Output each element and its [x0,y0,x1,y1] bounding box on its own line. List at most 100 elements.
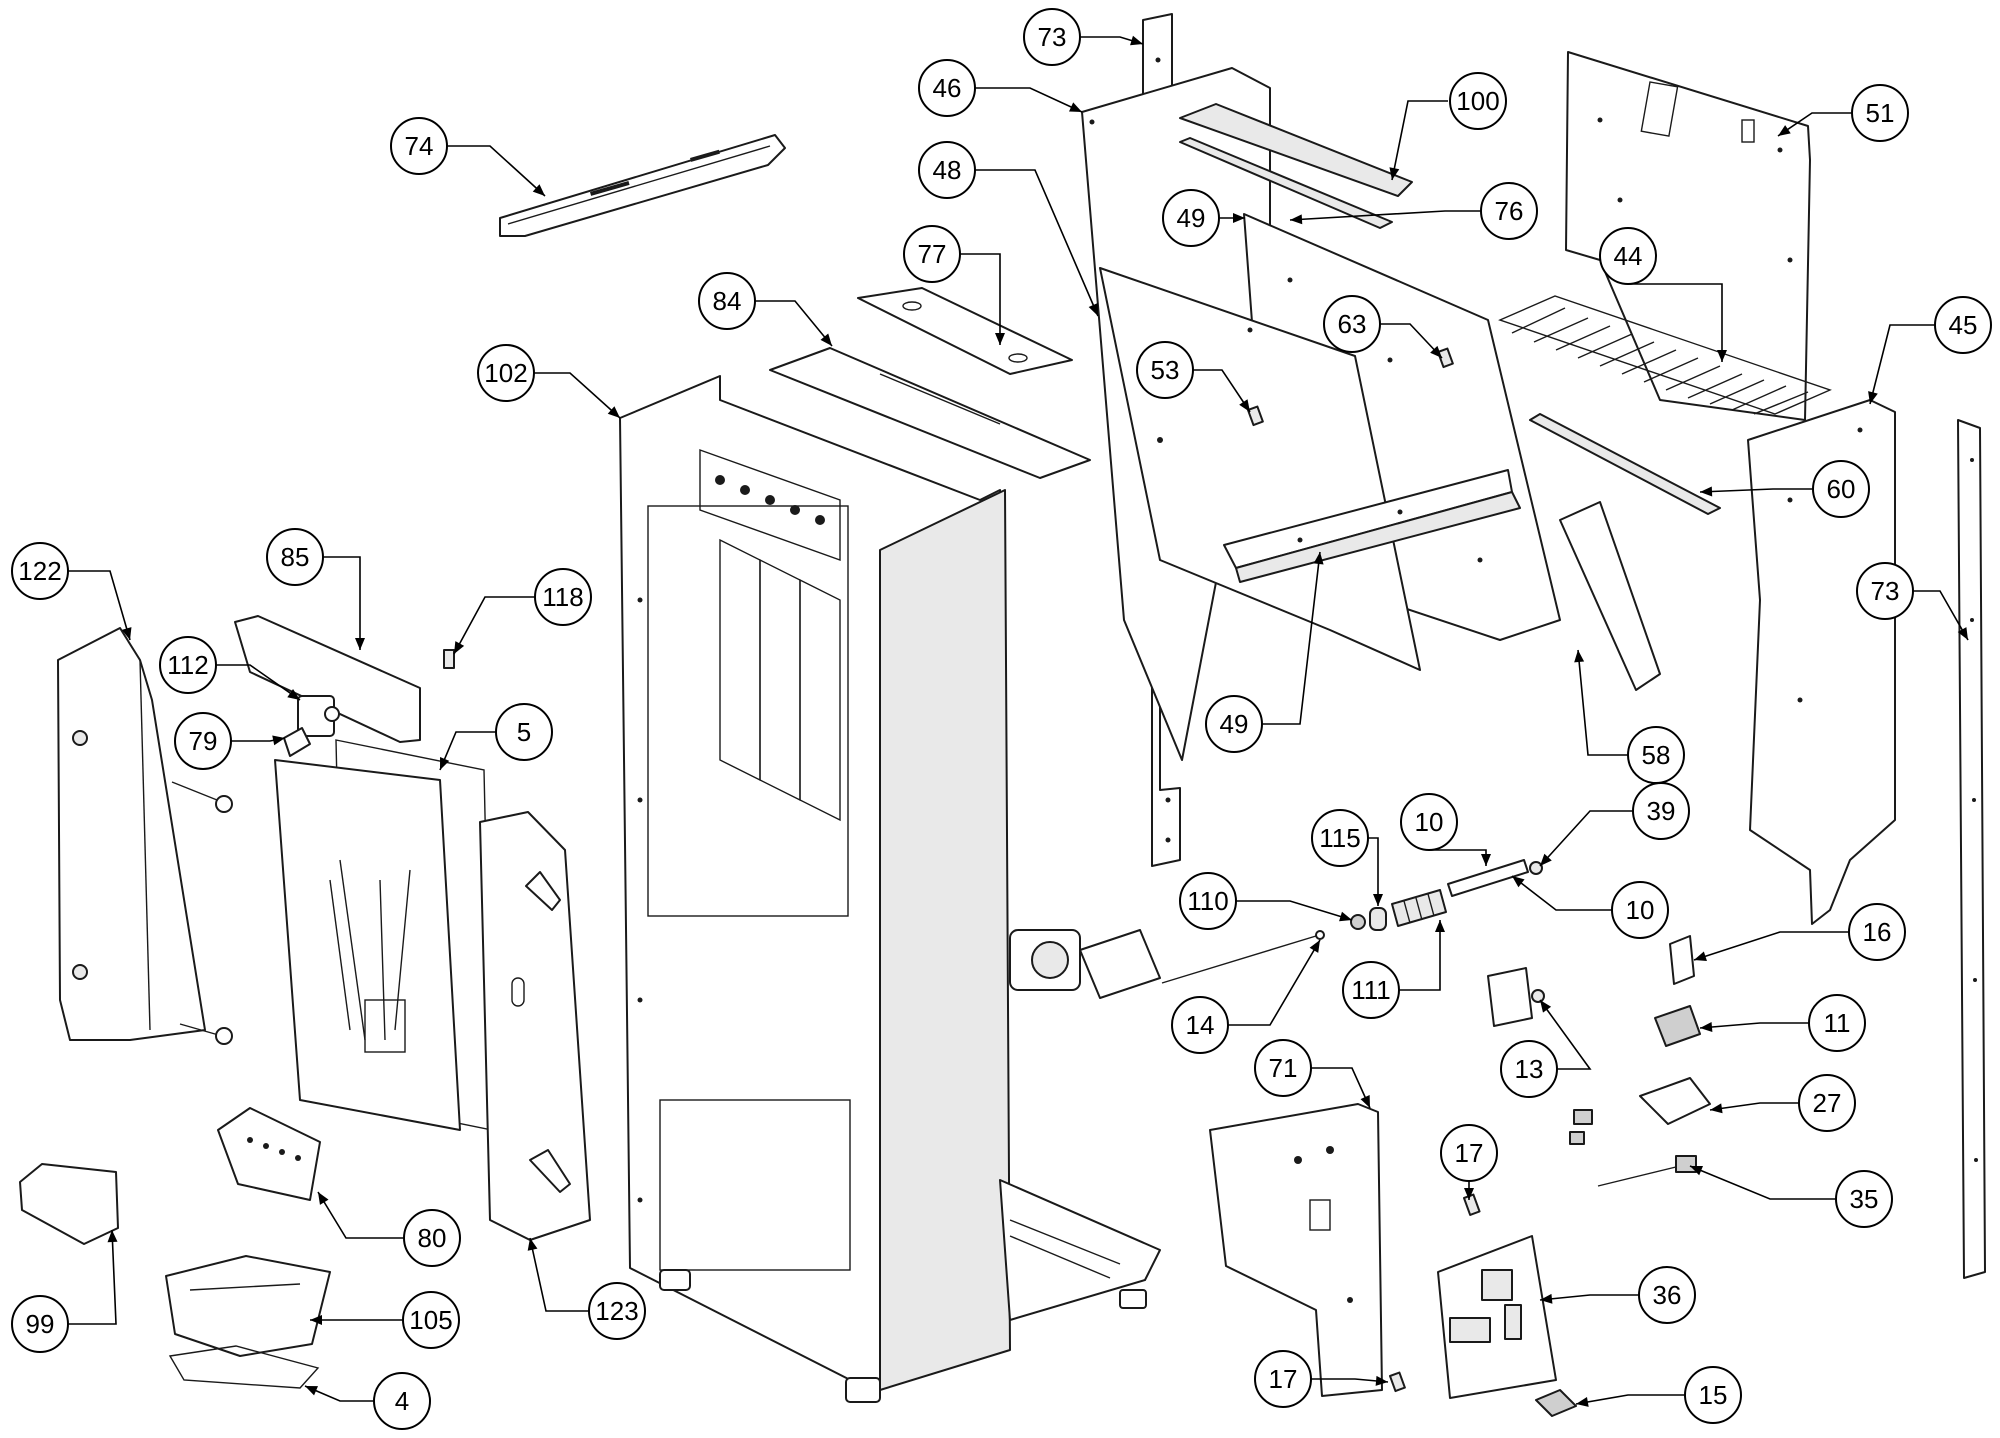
callout-leader [1511,875,1612,911]
callout-label: 48 [933,155,962,185]
callout-label: 111 [1351,975,1391,1005]
callout-leader [68,1229,117,1325]
callout-arrowhead [1435,920,1445,932]
callout-label: 110 [1187,886,1228,916]
callout-c122: 122 [11,542,132,641]
callout-arrowhead [355,638,365,650]
callout-circle [918,141,976,199]
callout-c48: 48 [918,141,1099,317]
callout-circle [11,1295,69,1353]
callout-label: 35 [1850,1184,1879,1214]
callout-c15: 15 [1575,1366,1742,1424]
callout-label: 14 [1186,1010,1215,1040]
callout-circle [1440,1124,1498,1182]
callout-label: 10 [1415,807,1444,837]
callout-leader [1577,649,1628,756]
callout-label: 85 [281,542,310,572]
part-switch-16 [1669,935,1695,985]
part-rod-10 [1447,859,1529,897]
callout-label: 17 [1455,1138,1484,1168]
callout-arrowhead [1464,1188,1474,1200]
callout-c5: 5 [439,703,553,771]
callout-label: 60 [1827,474,1856,504]
callout-c10a: 10 [1400,793,1491,866]
callout-c63: 63 [1323,295,1443,359]
callout-c44: 44 [1599,227,1727,362]
callout-label: 45 [1949,310,1978,340]
part-washer-115 [1369,907,1387,931]
callout-arrowhead [318,1192,329,1205]
callout-label: 105 [409,1305,452,1335]
callout-circle [1400,793,1458,851]
part-grid-44 [1498,295,1832,415]
callout-arrowhead [305,1386,318,1396]
callout-circle [1848,903,1906,961]
callout-leader [1575,1394,1685,1405]
part-bracket-71 [1209,1103,1383,1397]
part-plate-77 [857,287,1073,375]
callout-c14: 14 [1171,939,1321,1054]
callout-c85: 85 [266,528,365,650]
callout-c16: 16 [1693,903,1906,962]
callout-arrowhead [1339,911,1352,922]
part-bolt-122b [179,1023,233,1045]
callout-label: 100 [1456,86,1499,116]
part-cover-122 [57,627,206,1041]
callout-arrowhead [272,735,285,746]
callout-c110: 110 [1179,872,1353,930]
callout-circle [390,117,448,175]
part-cabinet-102 [619,375,1011,1403]
callout-circle [1808,994,1866,1052]
callout-leader [1913,590,1969,641]
callout-arrowhead [1574,650,1585,663]
callout-c51: 51 [1777,84,1909,142]
callout-c84: 84 [698,272,833,347]
part-rod-14 [1161,930,1325,984]
callout-arrowhead [1373,894,1383,906]
part-rail-73-right [1957,419,1986,1279]
callout-c76: 76 [1289,182,1538,240]
callout-c4: 4 [304,1372,431,1430]
callout-circle [1205,695,1263,753]
callout-label: 39 [1647,796,1676,826]
callout-circle [1254,1039,1312,1097]
callout-arrowhead [1717,350,1727,362]
callout-arrowhead [1309,940,1320,953]
callout-circle [1136,341,1194,399]
callout-leader [1429,849,1487,866]
callout-c105: 105 [310,1291,460,1349]
callout-leader [1628,283,1723,362]
callout-label: 112 [167,650,208,680]
callout-arrowhead [310,1315,322,1325]
callout-arrowhead [107,1230,118,1243]
callout-label: 84 [713,286,742,316]
callout-circle [1611,881,1669,939]
callout-circle [1934,296,1992,354]
callout-c118: 118 [453,568,592,655]
callout-circle [1632,782,1690,840]
part-plate-85 [234,615,421,743]
callout-circle [495,703,553,761]
callout-label: 17 [1269,1364,1298,1394]
callout-c13: 13 [1500,999,1592,1098]
callout-leader [323,556,361,650]
callout-leader [1539,810,1633,867]
callout-label: 5 [517,717,531,747]
callout-arrowhead [287,689,300,700]
callout-circle [903,225,961,283]
callout-leader [1391,100,1448,181]
callout-circle [534,568,592,626]
part-bolt-122 [171,781,233,813]
callout-c17b: 17 [1254,1350,1389,1408]
callout-c27: 27 [1709,1074,1856,1132]
callout-label: 36 [1653,1280,1682,1310]
part-cover-99 [19,1163,119,1245]
callout-circle [1798,1074,1856,1132]
callout-leader [534,372,621,419]
callout-circle [1500,1040,1558,1098]
callout-c115: 115 [1311,809,1383,906]
callout-leader [755,300,833,347]
callout-arrowhead [1868,391,1878,404]
callout-leader [68,570,131,641]
